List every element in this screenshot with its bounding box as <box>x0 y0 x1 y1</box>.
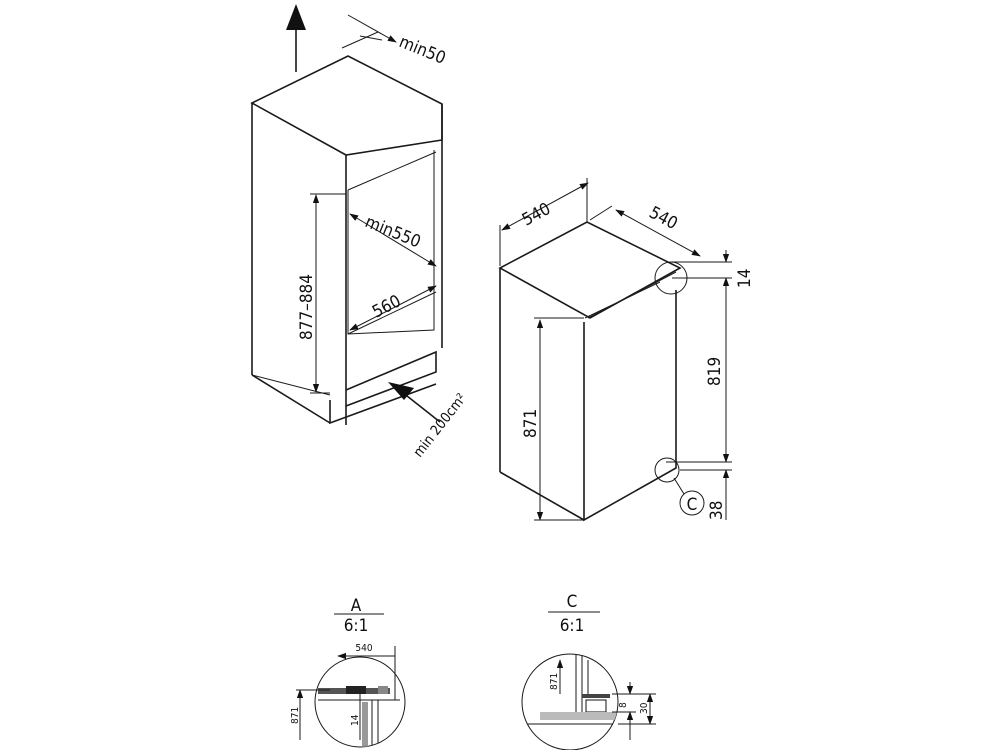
niche-height-label: 877–884 <box>297 274 317 340</box>
vent-arrow: min 200cm² <box>388 382 470 460</box>
vent-area-label: min 200cm² <box>411 391 470 461</box>
min-top-gap-label: min50 <box>396 32 448 69</box>
detail-c-small-offset-label: 8 <box>618 702 629 708</box>
appliance-height-dimension: 871 <box>521 317 584 521</box>
niche-width-dimension: 560 <box>349 285 437 331</box>
detail-c-callout-circle <box>654 457 680 483</box>
niche-cabinet: min50 877–884 min550 560 min 200cm² <box>250 4 470 460</box>
detail-a-scale: 6:1 <box>344 616 369 636</box>
appliance-body: 540 540 14 819 38 871 <box>498 178 755 522</box>
appliance-height-label: 871 <box>521 409 541 438</box>
niche-depth-label: min550 <box>362 212 423 252</box>
appliance-depth-dimension: 540 <box>589 203 701 257</box>
detail-c-letter: C <box>567 592 578 612</box>
airflow-up-arrow <box>286 4 306 72</box>
appliance-width-dimension: 540 <box>499 178 589 266</box>
detail-c-scale: 6:1 <box>560 616 585 636</box>
right-vertical-dimensions: 14 819 38 <box>666 250 755 520</box>
detail-a-letter: A <box>351 596 362 616</box>
detail-a: A 6:1 540 871 14 <box>290 596 406 748</box>
callout-c-letter: C <box>687 495 698 515</box>
niche-depth-dimension: min550 <box>349 212 437 267</box>
detail-c-callout: C <box>673 477 705 516</box>
niche-height-dimension: 877–884 <box>297 193 346 394</box>
detail-a-height-label: 871 <box>290 707 301 724</box>
top-offset-label: 14 <box>735 269 755 288</box>
bottom-offset-label: 38 <box>707 501 727 520</box>
detail-a-offset-label: 14 <box>350 714 361 726</box>
detail-c-large-offset-label: 30 <box>639 702 650 714</box>
detail-c-height-label: 871 <box>549 673 560 690</box>
appliance-width-label: 540 <box>519 199 554 230</box>
detail-a-width-label: 540 <box>355 643 372 654</box>
door-top-height-label: 819 <box>705 357 725 386</box>
detail-c: C 6:1 871 8 30 <box>521 592 656 750</box>
